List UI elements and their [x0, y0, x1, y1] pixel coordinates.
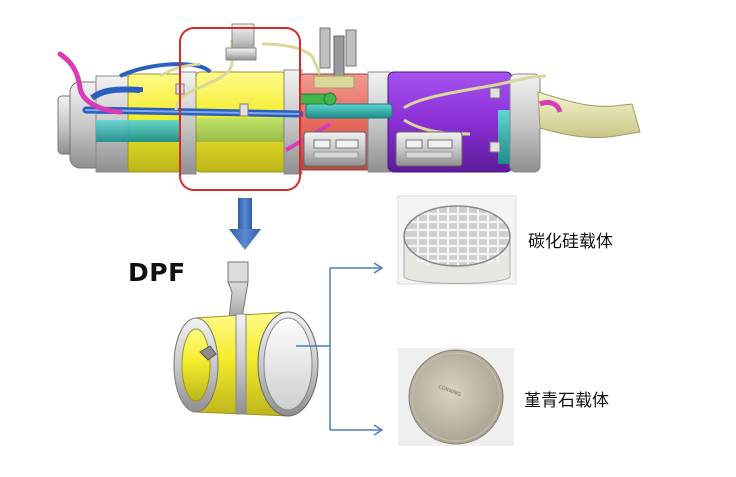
injector-band: [305, 103, 393, 119]
sensor-tubes: [159, 40, 547, 136]
cordierite-substrate-image: CORNING: [398, 348, 514, 446]
dpf-highlight-box: [179, 27, 301, 191]
down-arrow: [229, 198, 261, 250]
cordierite-substrate-label: 堇青石载体: [524, 391, 609, 411]
sensor-cluster: [313, 27, 357, 89]
nox-sensor-module-2: [395, 131, 463, 167]
outlet-cap: [509, 73, 541, 173]
coupling-ring-3: [367, 71, 391, 173]
mounting-bracket: [227, 261, 249, 331]
substrate-connector: [296, 262, 384, 436]
dpf-sensor-bracket: [225, 23, 257, 61]
sic-substrate-image: [397, 195, 517, 285]
dpf-label: DPF: [128, 258, 186, 287]
aftertreatment-assembly: [57, 23, 641, 175]
sic-substrate-label: 碳化硅载体: [528, 232, 613, 252]
pink-line: [57, 51, 123, 115]
pink-fitting: [539, 99, 563, 113]
dpf-section: [195, 71, 287, 173]
nox-sensor-module-1: [303, 131, 367, 167]
dpf-canister: [173, 261, 319, 417]
green-nozzle: [299, 92, 337, 106]
exhaust-pipe: [537, 91, 641, 139]
